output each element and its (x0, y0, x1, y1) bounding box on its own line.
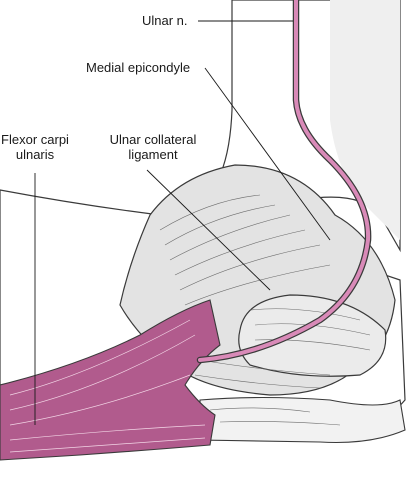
label-flexor-carpi-ulnaris-line2: ulnaris (15, 147, 55, 162)
ulna-bone (199, 396, 406, 444)
leader-lines (34, 20, 331, 425)
label-ulnar-collateral-ligament: Ulnar collateral ligament (98, 132, 208, 162)
label-flexor-carpi-ulnaris: Flexor carpi ulnaris (0, 132, 70, 162)
ligament-fibers (159, 194, 371, 426)
label-ulnar-nerve: Ulnar n. (142, 13, 188, 28)
muscle-fibers (9, 319, 206, 453)
leader-ulnar-collateral-ligament (146, 169, 271, 291)
humerus-shading (330, 0, 400, 240)
label-medial-epicondyle: Medial epicondyle (86, 60, 191, 75)
label-ulnar-collateral-ligament-line1: Ulnar collateral (109, 132, 197, 147)
leader-medial-epicondyle (204, 67, 331, 241)
label-ulnar-collateral-ligament-line2: ligament (128, 147, 178, 162)
label-flexor-carpi-ulnaris-line1: Flexor carpi (1, 132, 69, 147)
ulnar-nerve-fill (198, 0, 371, 362)
olecranon (238, 294, 387, 377)
